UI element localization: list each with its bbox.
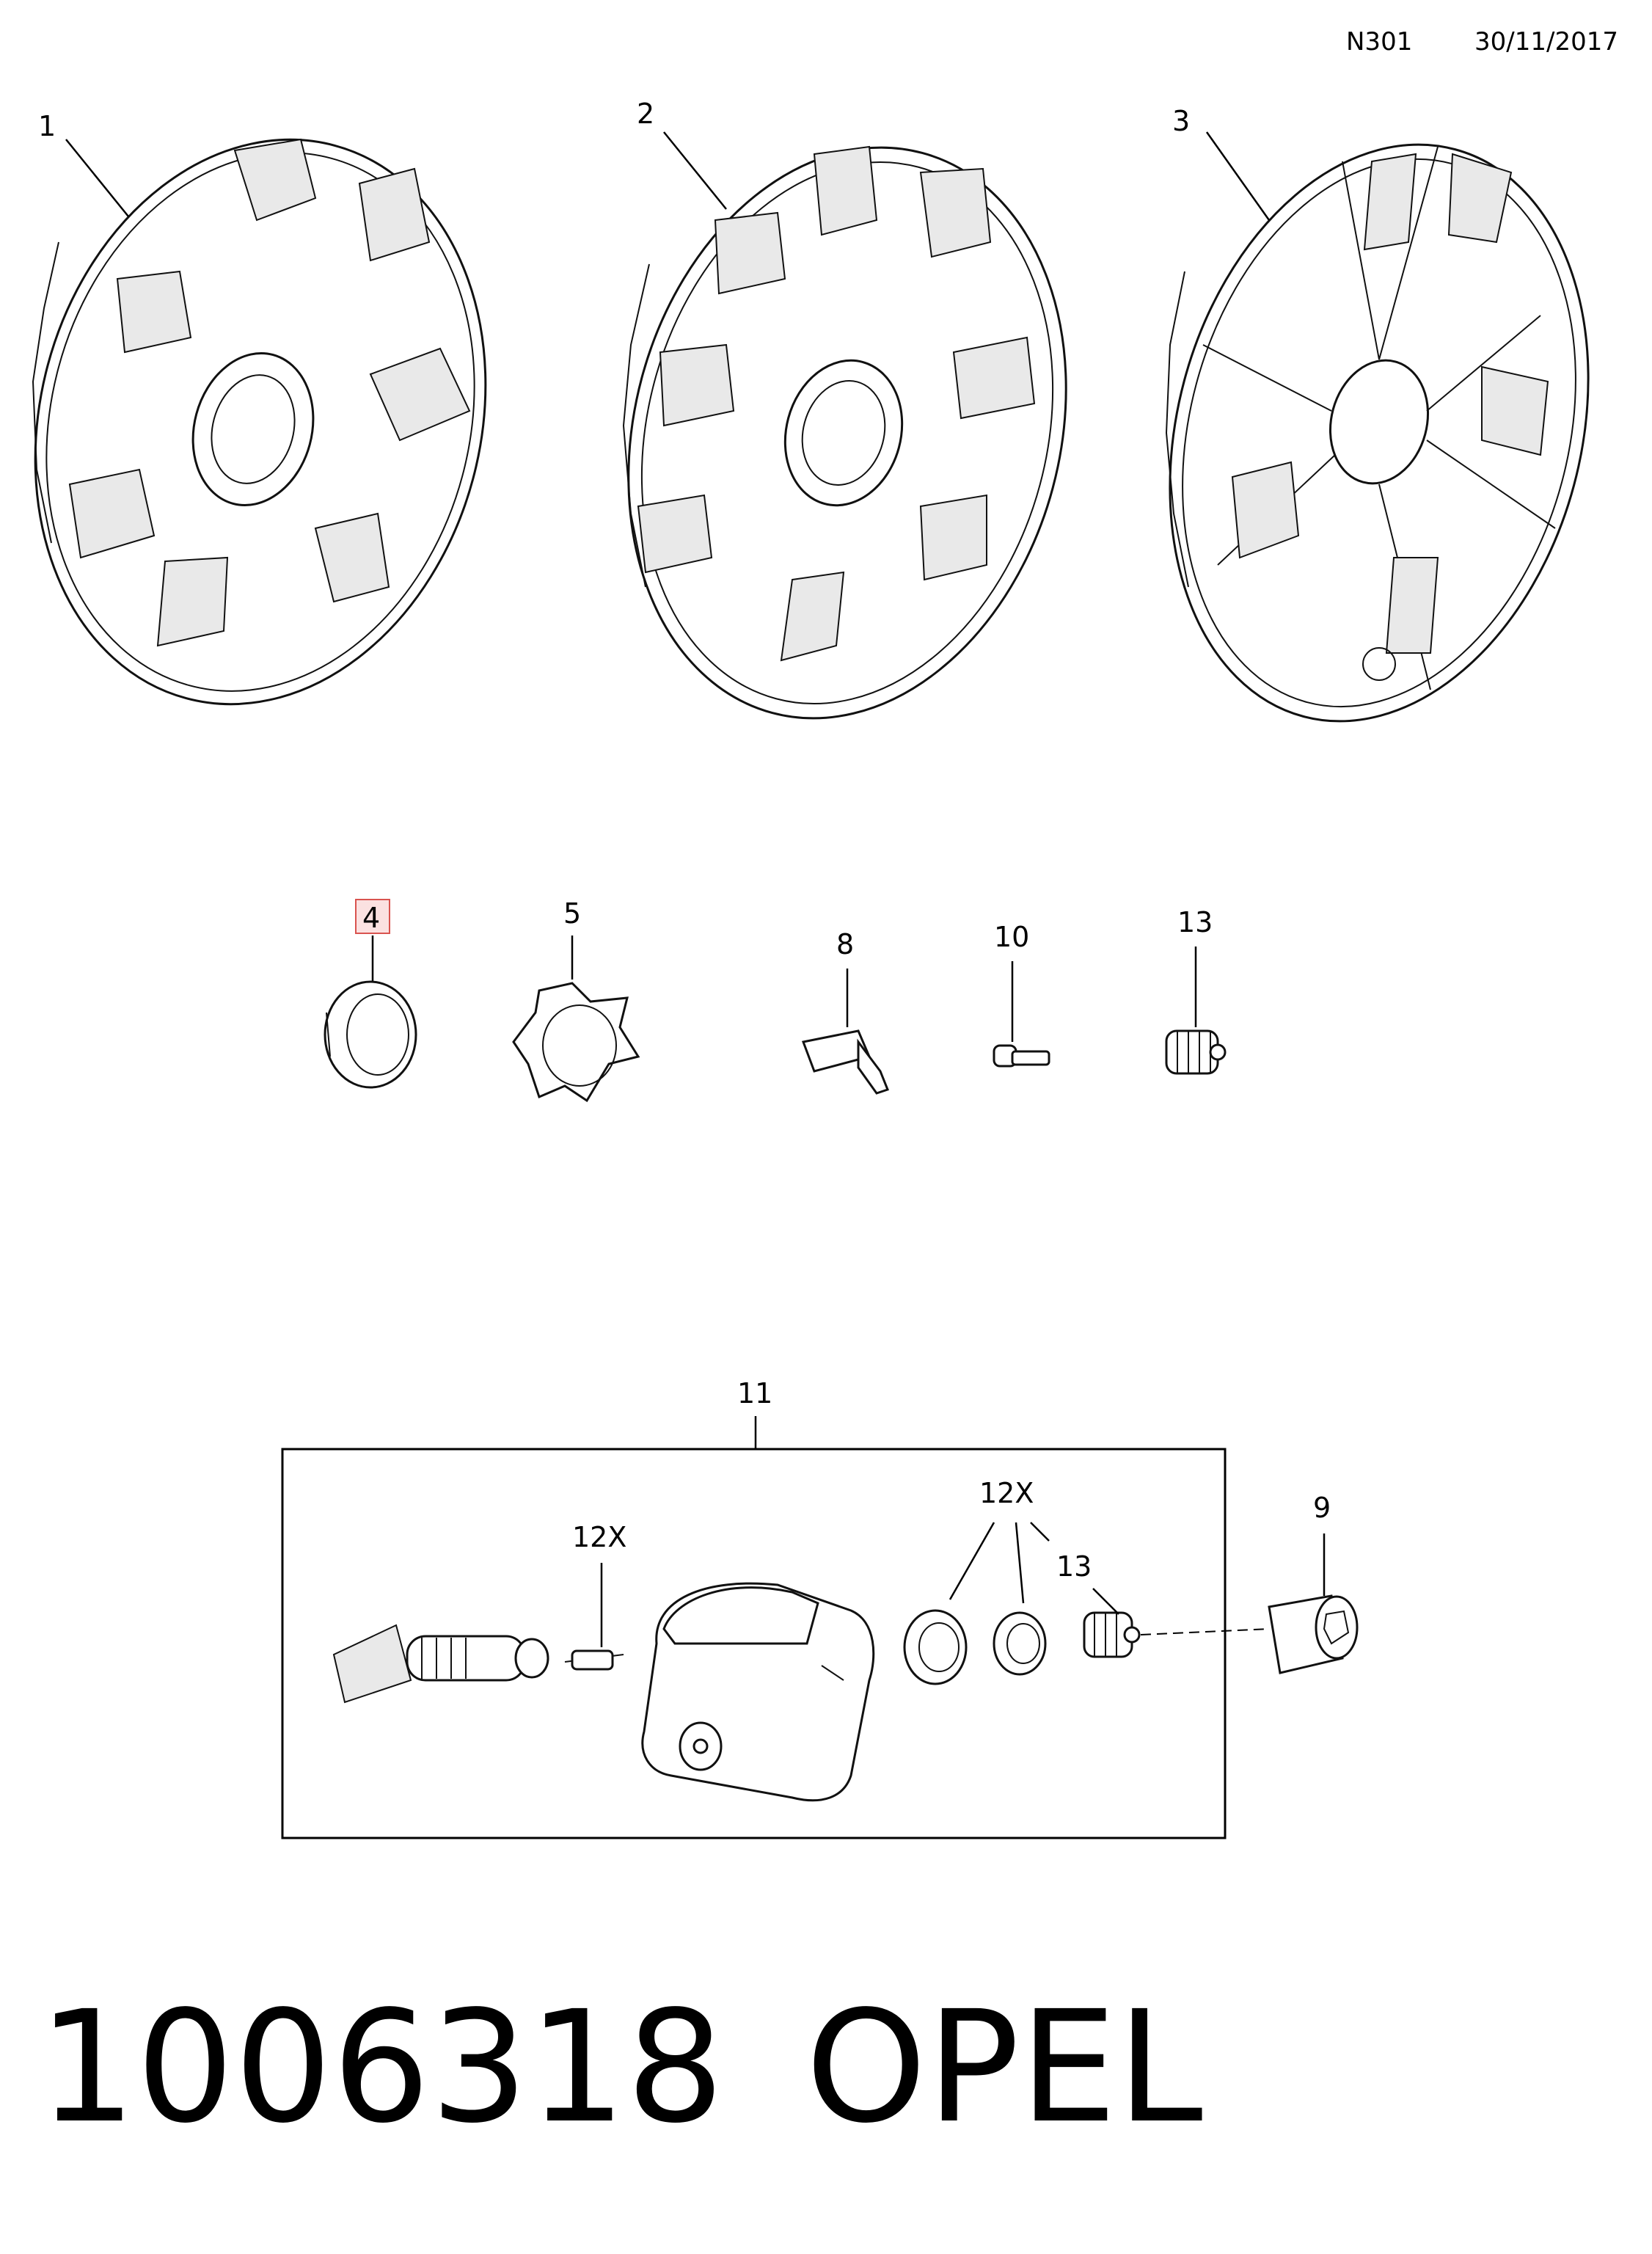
callout-4-highlight[interactable] (355, 899, 390, 934)
leader-line-12x-right-a (949, 1522, 995, 1600)
diagram-date: 30/11/2017 (1474, 27, 1618, 56)
callout-12x-left: 12X (572, 1521, 626, 1553)
brand-name: OPEL (805, 1977, 1203, 2157)
callout-10: 10 (994, 921, 1029, 953)
mounting-nut-12x (903, 1609, 968, 1685)
callout-13: 13 (1177, 906, 1213, 938)
callout-5: 5 (563, 897, 581, 930)
leader-line-1 (65, 139, 129, 217)
callout-3: 3 (1172, 105, 1190, 137)
leader-line-12x-right-c (1030, 1522, 1050, 1542)
wheel-cover-2 (622, 145, 1067, 720)
callout-1: 1 (38, 110, 56, 142)
callout-4[interactable]: 4 (362, 902, 380, 934)
diagram-code: N301 (1346, 27, 1412, 56)
callout-8: 8 (836, 928, 854, 960)
callout-13-kit: 13 (1056, 1550, 1092, 1583)
valve-tool-9 (1268, 1594, 1359, 1674)
part-number: 1006318 (38, 1977, 724, 2157)
center-cap-5 (512, 982, 640, 1103)
valve-core (564, 1649, 624, 1671)
leader-line-2 (663, 131, 727, 210)
center-cap-4 (324, 980, 417, 1089)
valve-cap-13 (1165, 1029, 1227, 1075)
leader-line-13-kit (1092, 1588, 1119, 1615)
callout-2: 2 (637, 98, 654, 130)
tpms-sensor-8 (801, 1029, 889, 1095)
valve-10 (993, 1044, 1050, 1068)
tpms-valve-stem (332, 1624, 549, 1704)
callout-11: 11 (737, 1377, 772, 1409)
leader-line-12x-right-b (1015, 1522, 1025, 1604)
tpms-sensor-body (641, 1582, 875, 1802)
callout-12x-right: 12X (979, 1477, 1034, 1509)
wheel-cover-1 (32, 138, 487, 706)
sealing-grommet-12x (993, 1611, 1047, 1676)
leader-line-3 (1205, 131, 1271, 221)
callout-9: 9 (1313, 1492, 1331, 1524)
kit-11-frame (281, 1448, 1227, 1839)
assembly-axis-line (1140, 1628, 1270, 1635)
valve-cap-13-kit (1083, 1611, 1141, 1658)
wheel-cover-3 (1165, 143, 1590, 723)
